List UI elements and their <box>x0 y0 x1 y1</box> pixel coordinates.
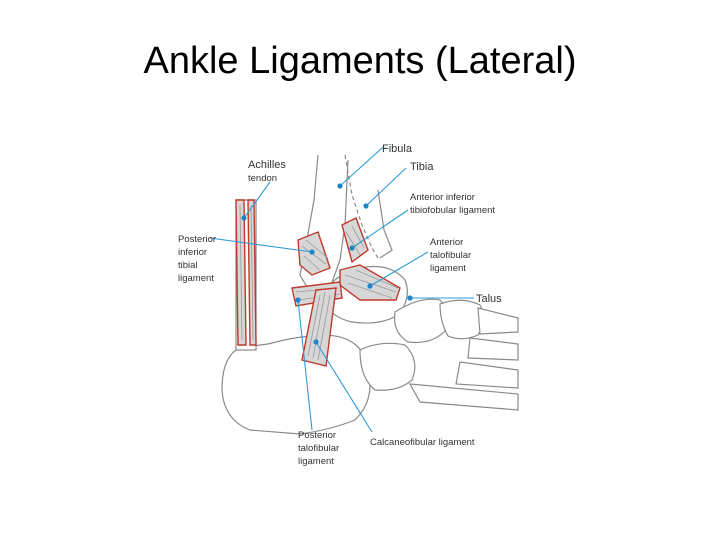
label-fibula: Fibula <box>382 143 413 155</box>
label-pitl-4: ligament <box>178 273 214 284</box>
label-atfl-1: Anterior <box>430 237 463 248</box>
metatarsal-3 <box>456 362 518 388</box>
label-ptfl-3: ligament <box>298 456 334 467</box>
label-tibia: Tibia <box>410 161 434 173</box>
label-achilles-2: tendon <box>248 173 277 184</box>
label-pitl-2: inferior <box>178 247 207 258</box>
label-atfl-3: ligament <box>430 263 466 274</box>
label-atfl-2: talofibular <box>430 250 471 261</box>
label-aitfl-2: tibiofobular ligament <box>410 205 495 216</box>
label-pitl-3: tibial <box>178 260 198 271</box>
tibia-outline <box>378 190 392 258</box>
cuneiform-bone <box>440 300 484 339</box>
label-ptfl-2: talofibular <box>298 443 339 454</box>
metatarsal-2 <box>468 338 518 360</box>
label-ptfl-1: Posterior <box>298 430 336 441</box>
metatarsal-4 <box>410 384 518 410</box>
label-aitfl-1: Anterior inferior <box>410 192 475 203</box>
metatarsal-1 <box>478 308 518 334</box>
label-talus: Talus <box>476 293 502 305</box>
label-pitl-1: Posterior <box>178 234 216 245</box>
cuboid-bone <box>360 343 415 390</box>
label-cfl: Calcaneofibular ligament <box>370 437 475 448</box>
label-achilles-1: Achilles <box>248 159 286 171</box>
